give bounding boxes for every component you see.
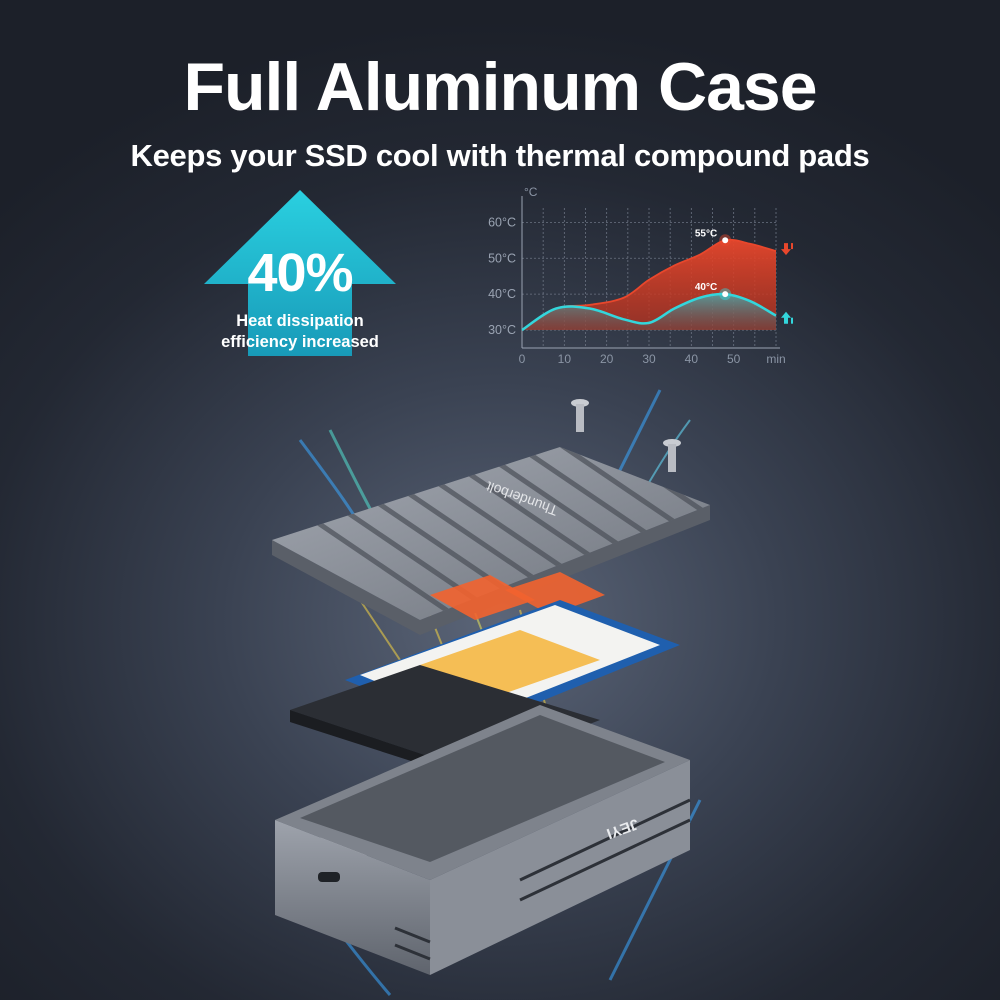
trend-arrow-up-icon — [781, 311, 791, 324]
badge-arrow-shape — [204, 190, 396, 356]
product-exploded-view: Thunderbolt JEYI — [272, 389, 710, 996]
x-tick-label: 0 — [519, 352, 526, 366]
page-subtitle: Keeps your SSD cool with thermal compoun… — [130, 138, 870, 173]
peak-marker-1 — [722, 291, 729, 298]
aluminum-lid: Thunderbolt — [272, 447, 710, 635]
peak-label-0: 55°C — [695, 228, 717, 239]
x-tick-label: 30 — [642, 352, 656, 366]
x-unit-label: min — [766, 352, 785, 366]
screw-right-icon — [663, 439, 681, 472]
up-arrow-badge-icon — [204, 190, 396, 356]
trend-arrow-tail-icon — [791, 317, 793, 324]
aluminum-base: JEYI — [275, 705, 691, 975]
screw-left-icon — [571, 399, 589, 432]
chart-labels: 30°C 40°C 50°C 60°C °C 0 10 20 30 40 50 min 55°C 40°C — [488, 185, 793, 366]
badge-caption: Heat dissipation efficiency increased — [200, 311, 400, 353]
peak-label-1: 40°C — [695, 282, 717, 293]
badge-caption-line-2: efficiency increased — [221, 333, 379, 351]
badge-value: 40% — [247, 243, 353, 303]
page-title: Full Aluminum Case — [183, 49, 817, 125]
y-unit-label: °C — [524, 185, 538, 199]
badge-caption-line-1: Heat dissipation — [236, 312, 364, 330]
chart-lines — [521, 234, 777, 332]
thermal-pads — [430, 572, 605, 620]
x-tick-label: 10 — [558, 352, 572, 366]
x-tick-label: 50 — [727, 352, 741, 366]
y-tick-label: 30°C — [488, 323, 516, 337]
x-tick-label: 40 — [685, 352, 699, 366]
series-line-1 — [521, 292, 777, 332]
trend-arrow-down-icon — [781, 243, 791, 256]
peak-marker-0 — [722, 237, 729, 244]
temperature-chart: 30°C 40°C 50°C 60°C °C 0 10 20 30 40 50 min 55°C 40°C — [488, 185, 793, 366]
series-area-1 — [522, 294, 776, 331]
y-tick-label: 40°C — [488, 287, 516, 301]
y-tick-label: 60°C — [488, 215, 516, 229]
y-tick-label: 50°C — [488, 251, 516, 265]
usb-c-port-icon — [318, 872, 340, 882]
x-tick-label: 20 — [600, 352, 614, 366]
trend-arrow-tail-icon — [791, 243, 793, 250]
